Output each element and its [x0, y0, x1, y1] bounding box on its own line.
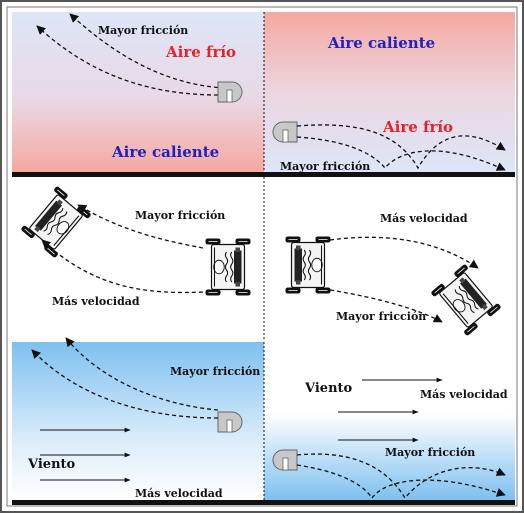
- cold-air-label: Aire frío: [382, 118, 453, 136]
- panel-top-right-bg: [264, 12, 515, 172]
- speed-label: Más velocidad: [52, 295, 140, 308]
- vehicle-top-view-icon: [204, 237, 252, 297]
- sound-ray: [329, 289, 443, 323]
- hot-air-label: Aire caliente: [327, 34, 435, 52]
- sound-ray: [41, 239, 204, 294]
- wind-label: Viento: [27, 457, 76, 472]
- cold-air-label: Aire frío: [165, 43, 236, 61]
- friction-label: Mayor fricción: [280, 160, 370, 173]
- ground-bottom: [12, 500, 515, 505]
- friction-label: Mayor fricción: [170, 365, 260, 378]
- sound-ray: [77, 204, 204, 249]
- vehicle-top-view-icon: [284, 235, 332, 295]
- hot-air-label: Aire caliente: [111, 143, 219, 161]
- ground-top: [12, 172, 515, 177]
- speed-label: Más velocidad: [135, 487, 223, 500]
- speaker-icon: [272, 121, 298, 143]
- sound-ray: [31, 349, 219, 419]
- friction-label: Mayor fricción: [98, 24, 188, 37]
- speed-label: Más velocidad: [380, 212, 468, 225]
- speaker-icon: [217, 411, 243, 433]
- speaker-icon: [272, 449, 298, 471]
- speed-label: Más velocidad: [420, 388, 508, 401]
- panel-bottom-right-bg: [264, 342, 515, 500]
- friction-label: Mayor fricción: [135, 209, 225, 222]
- speaker-icon: [217, 81, 243, 103]
- sound-ray: [296, 124, 506, 170]
- friction-label: Mayor fricción: [336, 310, 426, 323]
- sound-ray: [296, 464, 506, 500]
- wind-label: Viento: [304, 381, 353, 396]
- sound-ray: [296, 136, 506, 171]
- sound-ray: [296, 453, 506, 500]
- friction-label: Mayor fricción: [385, 446, 475, 459]
